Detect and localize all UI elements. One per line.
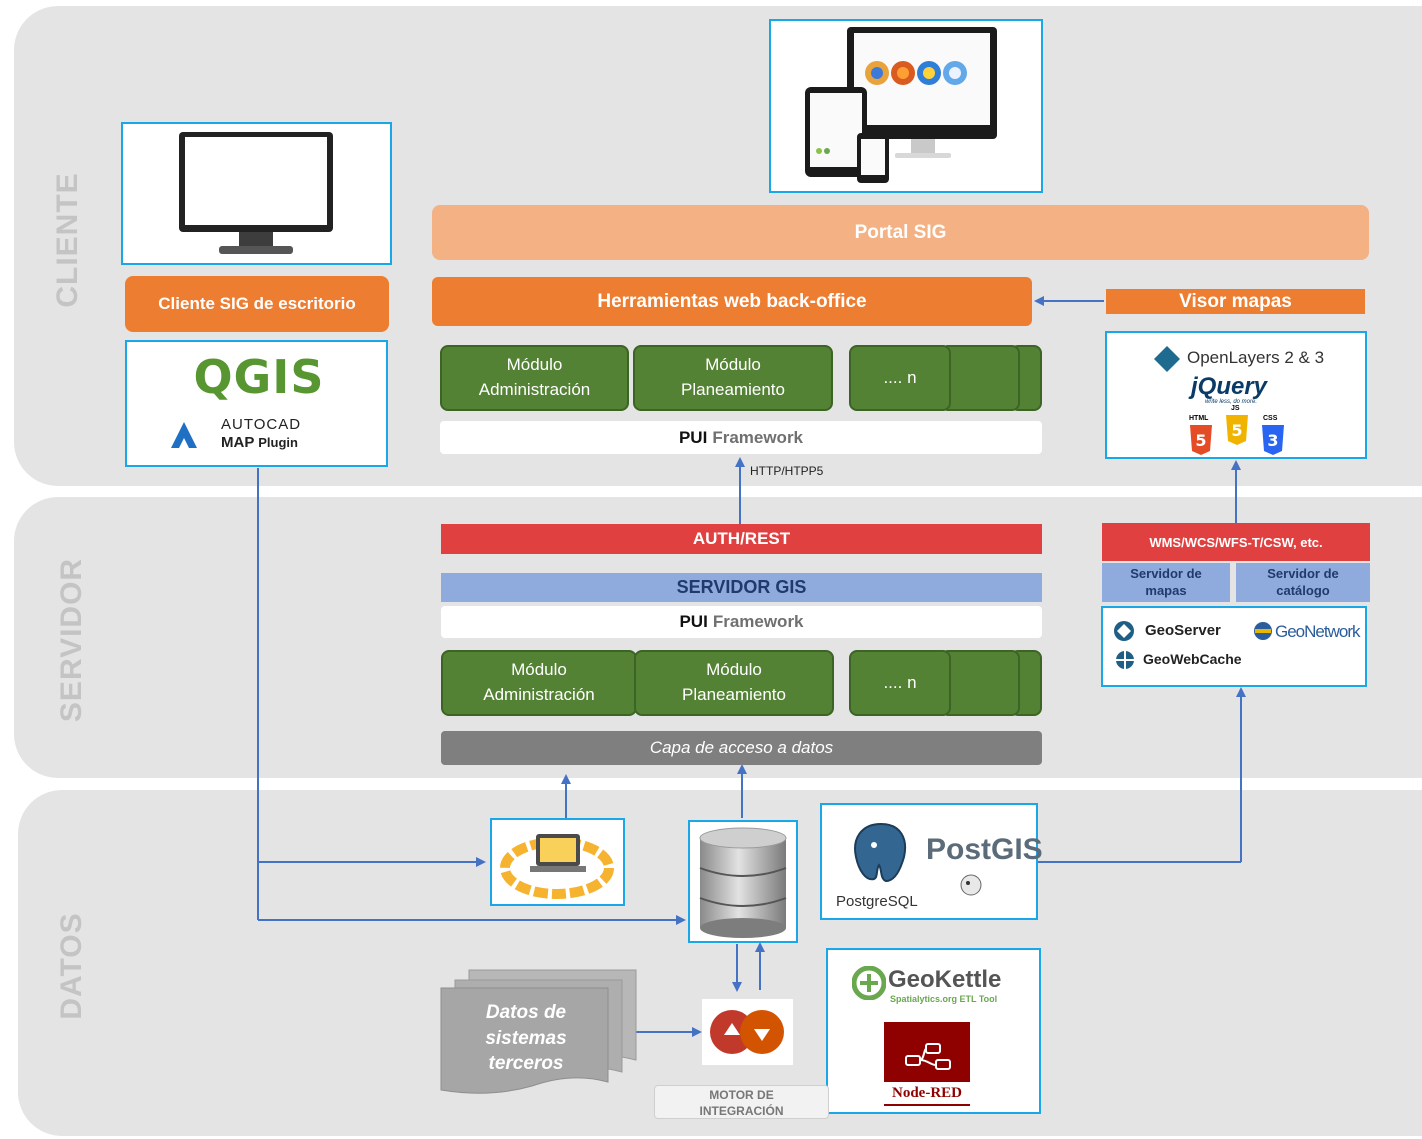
http-label: HTTP/HTPP5 xyxy=(750,464,824,478)
html5-icon: 5 xyxy=(1190,425,1212,455)
desktop-logos-frame: QGIS AUTOCAD MAP Plugin xyxy=(125,340,388,467)
database-frame xyxy=(688,820,798,943)
devices-image-frame xyxy=(769,19,1043,193)
geokettle-tagline: Spatialytics.org ETL Tool xyxy=(890,994,998,1004)
server-module-stack-back1 xyxy=(940,650,1020,716)
geowebcache-icon xyxy=(1116,651,1134,669)
postgresql-label: PostgreSQL xyxy=(836,893,918,910)
geokettle-label: GeoKettle xyxy=(888,966,1002,993)
visor-mapas-bar[interactable]: Visor mapas xyxy=(1106,289,1365,314)
catalog-server-l1: Servidor de xyxy=(1267,565,1339,581)
file-storage-frame xyxy=(490,818,625,906)
third-party-l2: sistemas xyxy=(485,1027,567,1049)
geonetwork-label: GeoNetwork xyxy=(1275,622,1360,641)
server-module-more-label: .... n xyxy=(883,672,917,692)
server-module-plan-l2: Planeamiento xyxy=(682,685,786,704)
server-module-plan-l1: Módulo xyxy=(706,660,762,680)
data-access-bar[interactable]: Capa de acceso a datos xyxy=(441,731,1042,765)
server-module-admin-l2: Administración xyxy=(483,685,595,704)
js-label: JS xyxy=(1231,405,1240,412)
client-pui-strong: PUI xyxy=(678,427,708,447)
html5-label: HTML xyxy=(1189,415,1209,422)
postgis-label: PostGIS xyxy=(926,833,1043,866)
third-party-l1: Datos de xyxy=(485,1002,567,1023)
qgis-logo: QGIS xyxy=(193,350,325,404)
client-module-stack-back1 xyxy=(940,345,1020,411)
third-party-label: Datos de sistemas terceros xyxy=(460,1000,592,1077)
engine-l2: INTEGRACIÓN xyxy=(699,1104,784,1118)
auth-rest-bar[interactable]: AUTH/REST xyxy=(441,524,1042,554)
geo-servers-frame: GeoServer GeoNetwork GeoWebCache xyxy=(1101,606,1367,687)
devices-illustration xyxy=(805,27,997,183)
client-pui-light: Framework xyxy=(712,427,804,447)
client-module-more[interactable]: .... n xyxy=(849,345,951,411)
desktop-image-frame xyxy=(121,122,392,265)
services-bar[interactable]: WMS/WCS/WFS-T/CSW, etc. xyxy=(1102,523,1370,561)
nodered-label: Node-RED xyxy=(884,1082,970,1104)
sync-icon xyxy=(710,1010,784,1054)
client-module-admin-l2: Administración xyxy=(478,380,591,399)
nodered-logo: Node-RED xyxy=(884,1022,970,1106)
openlayers-label: OpenLayers 2 & 3 xyxy=(1187,348,1325,367)
jquery-label: jQuery xyxy=(1191,373,1268,400)
server-pui-strong: PUI xyxy=(679,612,708,631)
backoffice-bar[interactable]: Herramientas web back-office xyxy=(432,277,1032,326)
autocad-label: AUTOCAD xyxy=(221,416,302,433)
servidor-gis-bar[interactable]: SERVIDOR GIS xyxy=(441,573,1042,602)
integration-engine-label: MOTOR DE INTEGRACIÓN xyxy=(654,1085,829,1119)
postgis-frame: PostGIS PostgreSQL xyxy=(820,803,1043,920)
geonetwork-icon xyxy=(1254,622,1272,640)
svg-text:3: 3 xyxy=(1267,431,1278,450)
database-icon xyxy=(699,827,787,938)
visor-logos-frame: OpenLayers 2 & 3 jQuery write less, do m… xyxy=(1105,331,1367,459)
client-module-plan-l1: Módulo xyxy=(705,355,761,375)
css3-label: CSS xyxy=(1263,415,1278,422)
postgresql-elephant-icon xyxy=(854,822,906,883)
map-server-l2: mapas xyxy=(1145,582,1187,598)
client-module-plan-l2: Planeamiento xyxy=(681,380,785,399)
openlayers-icon xyxy=(1154,346,1180,372)
engine-l1: MOTOR DE xyxy=(709,1088,774,1102)
server-pui-light: Framework xyxy=(712,612,804,631)
desktop-client-bar[interactable]: Cliente SIG de escritorio xyxy=(125,276,389,332)
server-module-admin-l1: Módulo xyxy=(511,660,567,680)
css3-icon: 3 xyxy=(1262,425,1284,455)
client-module-admin-l1: Módulo xyxy=(506,355,563,375)
geokettle-icon xyxy=(852,966,886,1000)
monitor-illustration xyxy=(179,132,333,254)
portal-sig-bar[interactable]: Portal SIG xyxy=(432,205,1369,260)
svg-text:5: 5 xyxy=(1231,421,1242,440)
file-server-icon xyxy=(500,834,614,899)
autocad-icon xyxy=(171,422,197,448)
geowebcache-label: GeoWebCache xyxy=(1143,651,1242,667)
postgis-elephant-icon xyxy=(960,874,982,896)
etl-frame: GeoKettle Spatialytics.org ETL Tool Node… xyxy=(826,948,1041,1114)
autocad-plugin-word: Plugin xyxy=(258,435,298,450)
autocad-map-label: MAP Plugin xyxy=(221,434,298,451)
server-module-more[interactable]: .... n xyxy=(849,650,951,716)
jquery-tagline: write less, do more. xyxy=(1205,399,1258,405)
geoserver-icon xyxy=(1114,621,1134,641)
integration-engine-icon-box xyxy=(702,999,793,1065)
catalog-server-l2: catálogo xyxy=(1276,582,1330,598)
third-party-l3: terceros xyxy=(488,1053,564,1075)
map-server-l1: Servidor de xyxy=(1130,565,1202,581)
svg-text:5: 5 xyxy=(1195,431,1206,450)
nodered-flow-icon xyxy=(905,1043,951,1070)
geoserver-label: GeoServer xyxy=(1145,622,1221,639)
client-module-more-label: .... n xyxy=(883,367,917,387)
js-icon: 5 xyxy=(1226,415,1248,445)
autocad-map-word: MAP xyxy=(221,434,255,451)
